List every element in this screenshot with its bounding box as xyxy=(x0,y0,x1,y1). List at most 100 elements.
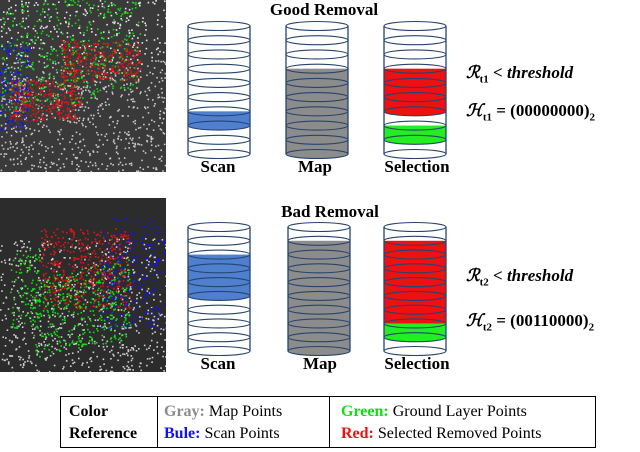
top-selection-cylinder-ring-7 xyxy=(383,120,447,131)
bottom-selection-cylinder-ring-1 xyxy=(383,235,447,246)
top-map-label: Map xyxy=(298,157,332,176)
top-selection-cylinder-ring-9 xyxy=(383,148,447,160)
bottom-scan-cylinder-ring-6 xyxy=(187,304,251,315)
bottom-scan-cylinder-ring-9 xyxy=(187,345,251,357)
top-map-cylinder xyxy=(285,20,349,160)
legend-red-entry: Red: Selected Removed Points xyxy=(341,425,542,442)
bottom-selection-cylinder-ring-5 xyxy=(383,290,447,301)
top-scan-cylinder-ring-0 xyxy=(187,20,251,32)
legend-green-entry: Green: Ground Layer Points xyxy=(341,403,527,420)
top-scan-cylinder-fill-cap-0 xyxy=(188,121,250,131)
bottom-map-cylinder-ring-0 xyxy=(287,221,351,233)
top-scan-cylinder-ring-2 xyxy=(187,49,251,60)
top-map-cylinder-ring-1 xyxy=(285,35,349,46)
top-selection-label: Selection xyxy=(384,157,450,176)
legend-divider-1 xyxy=(157,397,158,447)
top-map-cylinder-ring-6 xyxy=(285,106,349,117)
top-selection-cylinder-ring-3 xyxy=(383,63,447,74)
thumb-top-points-2 xyxy=(1,0,142,115)
good-removal-pointcloud-image xyxy=(0,0,166,172)
top-selection-cylinder-ring-0 xyxy=(383,20,447,32)
top-scan-cylinder-ring-9 xyxy=(187,148,251,160)
bottom-map-cylinder-ring-1 xyxy=(287,235,351,246)
bottom-ratio-formula: ℛt2 < threshold xyxy=(466,266,574,289)
bottom-selection-cylinder-ring-4 xyxy=(383,277,447,288)
bottom-scan-cylinder-ring-3 xyxy=(187,263,251,274)
bottom-map-cylinder-ring-6 xyxy=(287,304,351,315)
top-scan-cylinder-ring-1 xyxy=(187,35,251,46)
good-removal-pointcloud xyxy=(0,0,166,172)
bad-removal-pointcloud xyxy=(0,198,166,372)
top-map-cylinder-ring-5 xyxy=(285,92,349,103)
legend-divider-2 xyxy=(329,397,330,447)
top-map-cylinder-ring-7 xyxy=(285,120,349,131)
bottom-map-cylinder-ring-3 xyxy=(287,263,351,274)
top-map-cylinder-ring-9 xyxy=(285,148,349,160)
bottom-selection-cylinder-ring-3 xyxy=(383,263,447,274)
bottom-map-cylinder-ring-2 xyxy=(287,249,351,260)
top-map-cylinder-fill-cap-0 xyxy=(286,149,348,159)
bad-removal-pointcloud-image xyxy=(0,198,166,372)
top-map-cylinder-fill-0 xyxy=(286,68,348,154)
top-map-cylinder-ring-8 xyxy=(285,134,349,145)
top-selection-cylinder-fill-cap-1 xyxy=(384,135,446,145)
bottom-selection-cylinder-fill-cap-1 xyxy=(384,332,446,342)
bottom-map-cylinder-ring-8 xyxy=(287,332,351,343)
bottom-selection-cylinder-ring-7 xyxy=(383,318,447,329)
thumb-bottom-points-1 xyxy=(40,228,132,310)
bottom-scan-cylinder-ring-0 xyxy=(187,221,251,233)
top-scan-cylinder-ring-7 xyxy=(187,120,251,131)
bottom-scan-cylinder-fill-cap-0 xyxy=(188,291,250,301)
cylinder-diagram xyxy=(187,20,447,357)
bottom-scan-cylinder-ring-4 xyxy=(187,277,251,288)
legend-blue-entry: Bule: Scan Points xyxy=(164,425,280,442)
bottom-scan-cylinder-fill-0 xyxy=(188,254,250,296)
bottom-scan-label: Scan xyxy=(200,354,236,373)
bottom-selection-label: Selection xyxy=(384,354,450,373)
legend-heading-line2: Reference xyxy=(69,425,138,442)
top-map-cylinder-ring-2 xyxy=(285,49,349,60)
bottom-scan-cylinder-ring-1 xyxy=(187,235,251,246)
bottom-selection-cylinder-ring-0 xyxy=(383,221,447,233)
thumb-bottom-points-2 xyxy=(30,259,132,358)
thumb-top-points-0 xyxy=(0,60,166,172)
top-selection-cylinder xyxy=(383,20,447,160)
bad-removal-title: Bad Removal xyxy=(281,202,379,221)
top-ratio-formula: ℛt1 < threshold xyxy=(466,63,574,86)
bottom-map-cylinder xyxy=(287,221,351,357)
top-selection-cylinder-ring-5 xyxy=(383,92,447,103)
bottom-map-cylinder-ring-4 xyxy=(287,277,351,288)
bottom-scan-cylinder xyxy=(187,221,251,357)
top-scan-cylinder-ring-3 xyxy=(187,63,251,74)
bottom-selection-cylinder-ring-6 xyxy=(383,304,447,315)
thumb-top-points-3 xyxy=(60,40,142,82)
top-map-cylinder-ring-3 xyxy=(285,63,349,74)
top-selection-cylinder-ring-8 xyxy=(383,134,447,145)
top-scan-cylinder-ring-5 xyxy=(187,92,251,103)
top-scan-label: Scan xyxy=(200,157,236,176)
legend-gray-entry: Gray: Map Points xyxy=(164,403,283,420)
bottom-map-cylinder-ring-5 xyxy=(287,290,351,301)
top-scan-cylinder-ring-8 xyxy=(187,134,251,145)
thumb-bottom-points-3 xyxy=(100,218,166,330)
bottom-selection-cylinder-ring-8 xyxy=(383,332,447,343)
bottom-map-cylinder-ring-9 xyxy=(287,345,351,357)
bottom-selection-cylinder-ring-9 xyxy=(383,345,447,357)
top-selection-cylinder-fill-cap-0 xyxy=(384,106,446,116)
top-selection-cylinder-ring-6 xyxy=(383,106,447,117)
top-scan-cylinder-ring-6 xyxy=(187,106,251,117)
bottom-scan-cylinder-ring-5 xyxy=(187,290,251,301)
top-selection-cylinder-ring-2 xyxy=(383,49,447,60)
bottom-scan-cylinder-ring-2 xyxy=(187,249,251,260)
bottom-scan-cylinder-ring-8 xyxy=(187,332,251,343)
top-scan-cylinder-ring-4 xyxy=(187,77,251,88)
bottom-scan-cylinder-ring-7 xyxy=(187,318,251,329)
thumb-bottom-bg xyxy=(0,198,166,372)
thumb-top-points-5 xyxy=(0,40,32,132)
bottom-selection-cylinder-fill-0 xyxy=(384,240,446,324)
bottom-map-cylinder-fill-cap-0 xyxy=(288,346,350,356)
top-selection-cylinder-ring-4 xyxy=(383,77,447,88)
legend-heading: Color Reference xyxy=(69,401,137,445)
bottom-selection-cylinder-ring-2 xyxy=(383,249,447,260)
color-reference-legend: Color Reference Gray: Map Points Bule: S… xyxy=(60,396,596,448)
